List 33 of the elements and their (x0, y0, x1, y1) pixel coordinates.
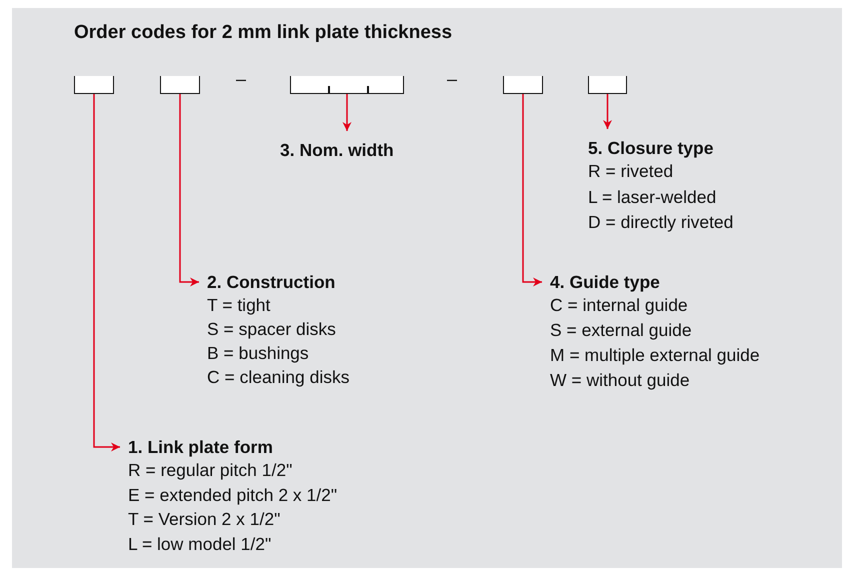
code-entry: T = tight (207, 294, 272, 317)
arrow (93, 94, 120, 452)
heading: 5. Closure type (588, 137, 714, 159)
title: Order codes for 2 mm link plate thickness (74, 22, 452, 44)
separator-dash: – (236, 69, 246, 90)
code-entry: L = laser-welded (588, 186, 718, 208)
code-entry: W = without guide (550, 369, 691, 392)
code-entry: T = Version 2 x 1/2" (128, 508, 282, 531)
heading: 2. Construction (207, 271, 336, 293)
code-box (588, 76, 627, 94)
heading: 4. Guide type (550, 271, 661, 293)
arrow (342, 94, 352, 131)
code-entry: R = regular pitch 1/2" (128, 459, 294, 482)
arrow (603, 94, 612, 129)
code-entry: L = low model 1/2" (128, 532, 272, 556)
heading: 1. Link plate form (128, 436, 274, 458)
code-entry: R = riveted (588, 160, 674, 183)
code-box (503, 76, 543, 94)
separator-dash: – (447, 69, 458, 90)
code-entry: S = spacer disks (207, 318, 337, 341)
arrow (522, 94, 542, 286)
arrow (179, 94, 199, 286)
heading: 3. Nom. width (280, 139, 395, 161)
code-entry: D = directly riveted (588, 211, 734, 234)
code-entry: C = internal guide (550, 294, 689, 317)
code-entry: M = multiple external guide (550, 344, 761, 367)
code-entry: E = extended pitch 2 x 1/2" (128, 484, 338, 507)
code-entry: S = external guide (550, 319, 693, 342)
code-entry: C = cleaning disks (207, 366, 351, 389)
code-box (160, 76, 200, 94)
code-box (74, 76, 114, 94)
code-box (290, 76, 404, 94)
code-entry: B = bushings (207, 342, 310, 365)
